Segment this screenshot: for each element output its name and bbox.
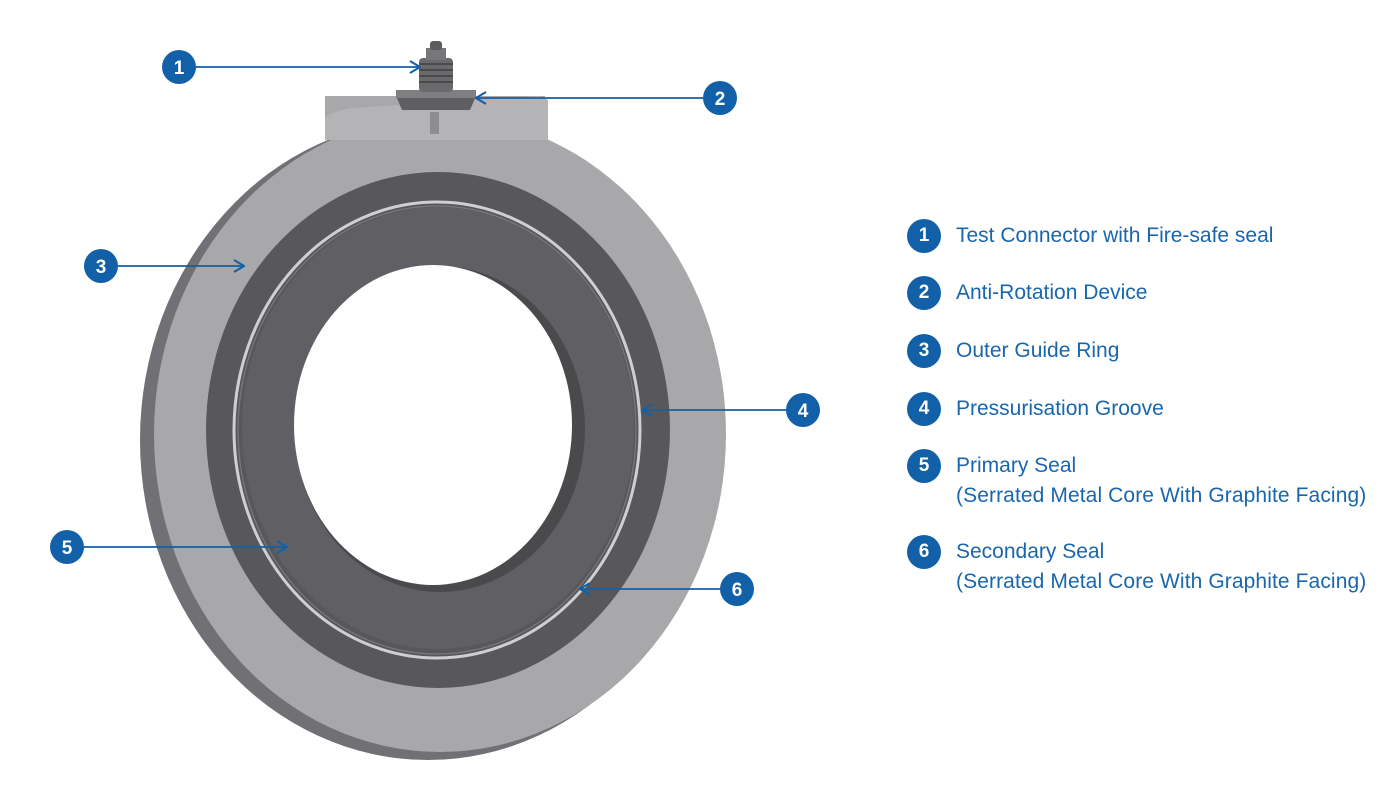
inner-bore (294, 265, 585, 592)
legend-label: Pressurisation Groove (956, 394, 1164, 424)
svg-text:4: 4 (798, 401, 809, 422)
gasket-diagram: 1 2 3 4 5 6 (50, 41, 820, 760)
pressurisation-groove (232, 200, 642, 660)
legend-label: Primary Seal (Serrated Metal Core With G… (956, 451, 1366, 511)
callout-badge-4: 4 (786, 393, 820, 427)
legend-label-main: Anti-Rotation Device (956, 281, 1148, 304)
legend-item-3: 3 Outer Guide Ring (907, 334, 1119, 368)
callout-badge-6: 6 (720, 572, 754, 606)
legend-label-sub: (Serrated Metal Core With Graphite Facin… (956, 570, 1367, 593)
legend-item-4: 4 Pressurisation Groove (907, 392, 1164, 426)
legend-badge: 2 (907, 276, 941, 310)
legend-badge: 6 (907, 535, 941, 569)
svg-text:6: 6 (732, 580, 743, 601)
legend-item-5: 5 Primary Seal (Serrated Metal Core With… (907, 449, 1366, 511)
anti-rotation-device (396, 90, 476, 134)
legend-label-main: Test Connector with Fire-safe seal (956, 224, 1274, 247)
legend-badge: 3 (907, 334, 941, 368)
legend-label: Test Connector with Fire-safe seal (956, 221, 1273, 251)
legend-badge: 4 (907, 392, 941, 426)
legend-label-main: Secondary Seal (956, 540, 1105, 563)
legend-label-main: Pressurisation Groove (956, 397, 1164, 420)
legend-label: Outer Guide Ring (956, 336, 1119, 366)
legend-label: Anti-Rotation Device (956, 278, 1147, 308)
svg-text:1: 1 (174, 58, 185, 79)
legend-badge: 5 (907, 449, 941, 483)
legend-item-1: 1 Test Connector with Fire-safe seal (907, 219, 1273, 253)
legend-item-6: 6 Secondary Seal (Serrated Metal Core Wi… (907, 535, 1366, 597)
callout-badge-5: 5 (50, 530, 84, 564)
svg-text:3: 3 (96, 257, 107, 278)
legend-item-2: 2 Anti-Rotation Device (907, 276, 1147, 310)
callout-badge-3: 3 (84, 249, 118, 283)
legend-label-sub: (Serrated Metal Core With Graphite Facin… (956, 484, 1367, 507)
legend-label: Secondary Seal (Serrated Metal Core With… (956, 537, 1366, 597)
callout-badge-1: 1 (162, 50, 196, 84)
callout-badge-2: 2 (703, 81, 737, 115)
svg-text:5: 5 (62, 538, 73, 559)
callout-lines (84, 67, 786, 589)
svg-text:2: 2 (715, 89, 726, 110)
legend-badge: 1 (907, 219, 941, 253)
legend-label-main: Primary Seal (956, 454, 1077, 477)
legend-label-main: Outer Guide Ring (956, 339, 1120, 362)
test-connector (419, 41, 453, 92)
